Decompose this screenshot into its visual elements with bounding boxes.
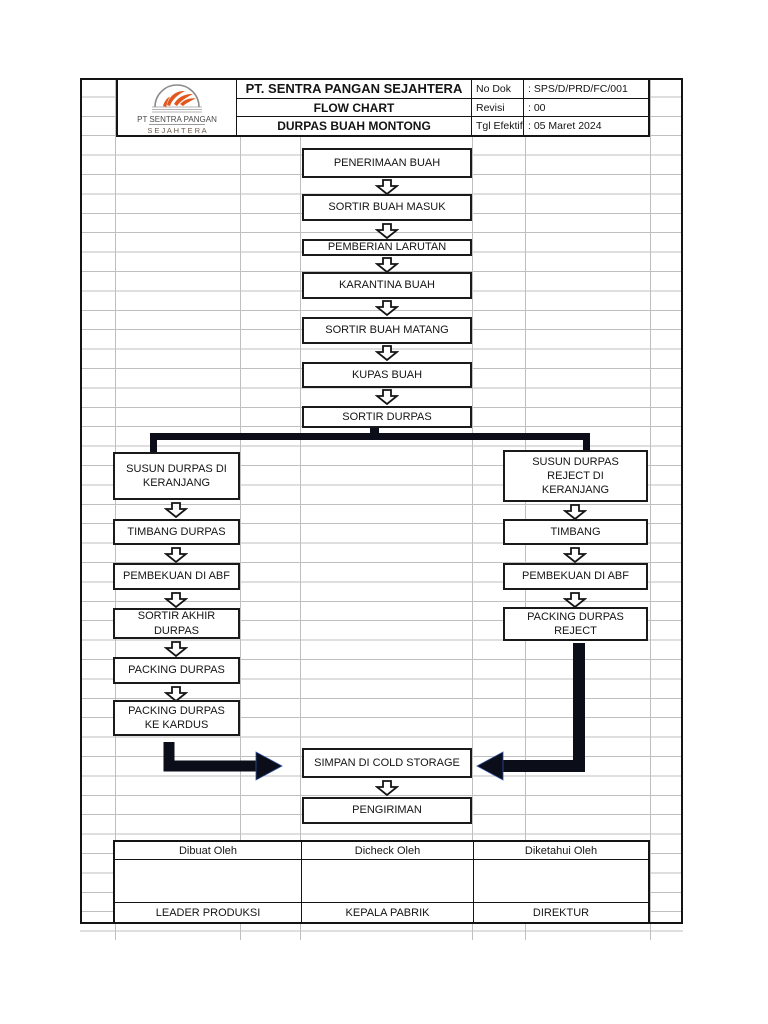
flow-box-packing-durpas-reject: PACKING DURPAS REJECT (503, 607, 648, 641)
meta-value-revisi: : 00 (524, 99, 648, 118)
down-arrow-icon (375, 780, 399, 796)
meta-label-revisi: Revisi (472, 99, 523, 118)
grid-column-line (650, 78, 651, 940)
flow-box-susun-durpas-di-keranjang: SUSUN DURPAS DI KERANJANG (113, 452, 240, 500)
signature-space (115, 860, 302, 903)
signature-space (474, 860, 648, 903)
meta-values: : SPS/D/PRD/FC/001 : 00 : 05 Maret 2024 (524, 80, 648, 135)
down-arrow-icon (375, 345, 399, 361)
signoff-header-diketahui-oleh: Diketahui Oleh (474, 842, 648, 860)
flow-box-pembekuan-di-abf-left: PEMBEKUAN DI ABF (113, 563, 240, 590)
signoff-header-dicheck-oleh: Dicheck Oleh (302, 842, 474, 860)
flow-box-susun-durpas-reject-di-keranjang: SUSUN DURPAS REJECT DI KERANJANG (503, 450, 648, 502)
down-arrow-icon (375, 300, 399, 316)
flow-box-kupas-buah: KUPAS BUAH (302, 362, 472, 388)
flow-box-karantina-buah: KARANTINA BUAH (302, 272, 472, 299)
meta-labels: No Dok Revisi Tgl Efektif (472, 80, 524, 135)
doc-title: DURPAS BUAH MONTONG (277, 119, 431, 134)
right-elbow-arrow (476, 643, 585, 781)
logo-company-name: PT SENTRA PANGAN (137, 115, 217, 124)
document-header: PT SENTRA PANGAN S E J A H T E R A PT. S… (116, 78, 650, 137)
down-arrow-icon (375, 257, 399, 273)
signoff-role-kepala-pabrik: KEPALA PABRIK (302, 903, 474, 922)
down-arrow-icon (563, 547, 587, 563)
grid-column-line (525, 78, 526, 940)
doc-type-title: FLOW CHART (237, 99, 471, 118)
flow-box-pembekuan-di-abf-right: PEMBEKUAN DI ABF (503, 563, 648, 590)
flow-box-sortir-durpas: SORTIR DURPAS (302, 406, 472, 428)
down-arrow-icon (375, 223, 399, 239)
flow-box-pemberian-larutan: PEMBERIAN LARUTAN (302, 239, 472, 256)
meta-value-tgl-efektif: : 05 Maret 2024 (528, 120, 602, 133)
flow-box-penerimaan-buah: PENERIMAAN BUAH (302, 148, 472, 178)
signoff-header-dibuat-oleh: Dibuat Oleh (115, 842, 302, 860)
flow-box-timbang-durpas: TIMBANG DURPAS (113, 519, 240, 545)
flow-box-sortir-buah-matang: SORTIR BUAH MATANG (302, 317, 472, 344)
grid-column-line (240, 78, 241, 940)
signoff-role-leader-produksi: LEADER PRODUKSI (115, 903, 302, 922)
flow-box-pengiriman: PENGIRIMAN (302, 797, 472, 824)
grid-column-line (300, 78, 301, 940)
spreadsheet-area: PT SENTRA PANGAN S E J A H T E R A PT. S… (80, 78, 683, 940)
down-arrow-icon (563, 592, 587, 608)
branch-connector (150, 422, 590, 453)
meta-value-no-dok: : SPS/D/PRD/FC/001 (524, 80, 648, 99)
down-arrow-icon (375, 179, 399, 195)
company-logo-image: PT SENTRA PANGAN S E J A H T E R A (137, 83, 217, 135)
logo-company-subname: S E J A H T E R A (147, 126, 206, 135)
meta-label-tgl-efektif: Tgl Efektif (476, 120, 523, 133)
signature-space (302, 860, 474, 903)
grid-column-line (115, 78, 116, 940)
flow-box-timbang: TIMBANG (503, 519, 648, 545)
down-arrow-icon (375, 389, 399, 405)
grid-column-line (472, 78, 473, 940)
down-arrow-icon (164, 592, 188, 608)
flow-box-packing-durpas-ke-kardus: PACKING DURPAS KE KARDUS (113, 700, 240, 736)
down-arrow-icon (164, 641, 188, 657)
down-arrow-icon (563, 504, 587, 520)
company-logo: PT SENTRA PANGAN S E J A H T E R A (118, 80, 237, 135)
flow-box-simpan-di-cold-storage: SIMPAN DI COLD STORAGE (302, 748, 472, 778)
signoff-table: Dibuat Oleh Dicheck Oleh Diketahui Oleh … (113, 840, 650, 924)
signoff-role-direktur: DIREKTUR (532, 906, 590, 919)
left-elbow-arrow (163, 742, 283, 781)
flow-box-packing-durpas: PACKING DURPAS (113, 657, 240, 684)
header-titles: PT. SENTRA PANGAN SEJAHTERA FLOW CHART D… (237, 80, 472, 135)
company-title: PT. SENTRA PANGAN SEJAHTERA (237, 80, 471, 99)
meta-label-no-dok: No Dok (472, 80, 523, 99)
flow-box-sortir-akhir-durpas: SORTIR AKHIR DURPAS (113, 608, 240, 639)
flow-box-sortir-buah-masuk: SORTIR BUAH MASUK (302, 194, 472, 221)
down-arrow-icon (164, 547, 188, 563)
down-arrow-icon (164, 502, 188, 518)
